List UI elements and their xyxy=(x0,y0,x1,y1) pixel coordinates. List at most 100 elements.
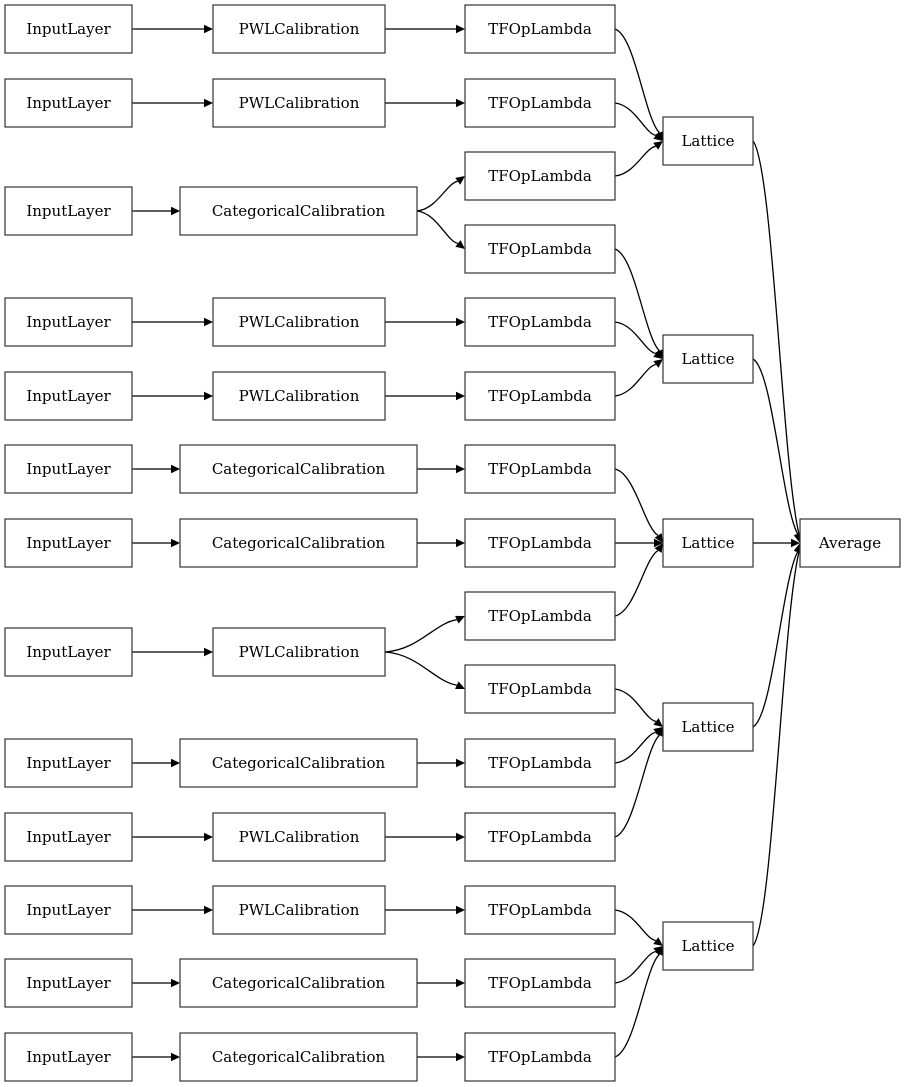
node-pwlcalibration[interactable]: PWLCalibration xyxy=(212,627,386,677)
node-label: InputLayer xyxy=(26,534,111,552)
node-tfop-lambda[interactable]: TFOpLambda xyxy=(464,444,616,494)
node-tfop-lambda[interactable]: TFOpLambda xyxy=(464,958,616,1008)
node-categorical-calibration[interactable]: CategoricalCalibration xyxy=(179,738,418,788)
node-average[interactable]: Average xyxy=(799,518,901,568)
node-tfop-lambda[interactable]: TFOpLambda xyxy=(464,812,616,862)
node-label: InputLayer xyxy=(26,974,111,992)
edge-arrow xyxy=(614,727,663,764)
node-lattice[interactable]: Lattice xyxy=(662,702,754,752)
edge-arrow xyxy=(416,176,465,212)
node-pwlcalibration[interactable]: PWLCalibration xyxy=(212,371,386,421)
arrowhead-icon xyxy=(456,1052,465,1062)
edge-arrow xyxy=(752,358,802,543)
edge-line xyxy=(614,950,657,984)
node-input-layer[interactable]: InputLayer xyxy=(4,518,133,568)
node-pwlcalibration[interactable]: PWLCalibration xyxy=(212,78,386,128)
edge-arrow xyxy=(132,24,213,34)
node-box xyxy=(179,1032,418,1082)
edge-arrow xyxy=(417,1052,465,1062)
node-label: CategoricalCalibration xyxy=(212,460,386,478)
edge-arrow xyxy=(132,647,213,657)
node-box xyxy=(212,627,386,677)
node-input-layer[interactable]: InputLayer xyxy=(4,4,133,54)
node-input-layer[interactable]: InputLayer xyxy=(4,627,133,677)
edge-arrow xyxy=(615,538,663,548)
node-label: Lattice xyxy=(681,534,734,552)
node-input-layer[interactable]: InputLayer xyxy=(4,812,133,862)
node-tfop-lambda[interactable]: TFOpLambda xyxy=(464,664,616,714)
edge-arrow xyxy=(384,651,465,690)
node-box xyxy=(662,334,754,384)
node-categorical-calibration[interactable]: CategoricalCalibration xyxy=(179,1032,418,1082)
node-input-layer[interactable]: InputLayer xyxy=(4,444,133,494)
edge-arrow xyxy=(132,538,180,548)
node-tfop-lambda[interactable]: TFOpLambda xyxy=(464,297,616,347)
edge-arrow xyxy=(614,946,664,1058)
arrowhead-icon xyxy=(456,978,465,988)
node-input-layer[interactable]: InputLayer xyxy=(4,186,133,236)
edge-line xyxy=(614,909,657,942)
node-input-layer[interactable]: InputLayer xyxy=(4,738,133,788)
node-label: TFOpLambda xyxy=(488,534,592,552)
node-label: CategoricalCalibration xyxy=(212,754,386,772)
node-categorical-calibration[interactable]: CategoricalCalibration xyxy=(179,444,418,494)
edge-arrow xyxy=(417,538,465,548)
node-tfop-lambda[interactable]: TFOpLambda xyxy=(464,1032,616,1082)
node-label: InputLayer xyxy=(26,901,111,919)
node-label: InputLayer xyxy=(26,1048,111,1066)
node-input-layer[interactable]: InputLayer xyxy=(4,297,133,347)
node-label: CategoricalCalibration xyxy=(212,1048,386,1066)
arrowhead-icon xyxy=(204,905,213,915)
node-lattice[interactable]: Lattice xyxy=(662,921,754,971)
node-label: Lattice xyxy=(681,937,734,955)
node-input-layer[interactable]: InputLayer xyxy=(4,885,133,935)
node-tfop-lambda[interactable]: TFOpLambda xyxy=(464,371,616,421)
node-pwlcalibration[interactable]: PWLCalibration xyxy=(212,812,386,862)
node-lattice[interactable]: Lattice xyxy=(662,116,754,166)
edge-arrow xyxy=(385,832,465,842)
node-box xyxy=(464,371,616,421)
node-label: PWLCalibration xyxy=(239,94,360,112)
node-label: InputLayer xyxy=(26,828,111,846)
edge-arrow xyxy=(132,758,180,768)
node-pwlcalibration[interactable]: PWLCalibration xyxy=(212,4,386,54)
node-box xyxy=(212,812,386,862)
node-pwlcalibration[interactable]: PWLCalibration xyxy=(212,297,386,347)
edge-arrow xyxy=(614,946,663,984)
node-tfop-lambda[interactable]: TFOpLambda xyxy=(464,4,616,54)
node-input-layer[interactable]: InputLayer xyxy=(4,78,133,128)
node-lattice[interactable]: Lattice xyxy=(662,518,754,568)
arrowhead-icon xyxy=(171,538,180,548)
node-tfop-lambda[interactable]: TFOpLambda xyxy=(464,224,616,274)
node-tfop-lambda[interactable]: TFOpLambda xyxy=(464,738,616,788)
node-input-layer[interactable]: InputLayer xyxy=(4,958,133,1008)
arrowhead-icon xyxy=(653,132,663,141)
node-box xyxy=(799,518,901,568)
node-box xyxy=(4,186,133,236)
node-categorical-calibration[interactable]: CategoricalCalibration xyxy=(179,518,418,568)
node-input-layer[interactable]: InputLayer xyxy=(4,371,133,421)
node-input-layer[interactable]: InputLayer xyxy=(4,1032,133,1082)
node-pwlcalibration[interactable]: PWLCalibration xyxy=(212,885,386,935)
node-box xyxy=(212,4,386,54)
node-tfop-lambda[interactable]: TFOpLambda xyxy=(464,591,616,641)
edge-line xyxy=(752,140,800,535)
node-categorical-calibration[interactable]: CategoricalCalibration xyxy=(179,958,418,1008)
node-tfop-lambda[interactable]: TFOpLambda xyxy=(464,885,616,935)
edge-arrow xyxy=(614,102,663,141)
edge-line xyxy=(614,468,659,537)
node-label: TFOpLambda xyxy=(488,680,592,698)
arrowhead-icon xyxy=(455,240,465,249)
node-categorical-calibration[interactable]: CategoricalCalibration xyxy=(179,186,418,236)
node-box xyxy=(179,518,418,568)
node-tfop-lambda[interactable]: TFOpLambda xyxy=(464,151,616,201)
node-tfop-lambda[interactable]: TFOpLambda xyxy=(464,518,616,568)
arrowhead-icon xyxy=(456,758,465,768)
node-lattice[interactable]: Lattice xyxy=(662,334,754,384)
node-tfop-lambda[interactable]: TFOpLambda xyxy=(464,78,616,128)
arrowhead-icon xyxy=(456,538,465,548)
node-box xyxy=(464,1032,616,1082)
edge-arrow xyxy=(385,317,465,327)
arrowhead-icon xyxy=(204,24,213,34)
edge-arrow xyxy=(614,141,663,177)
